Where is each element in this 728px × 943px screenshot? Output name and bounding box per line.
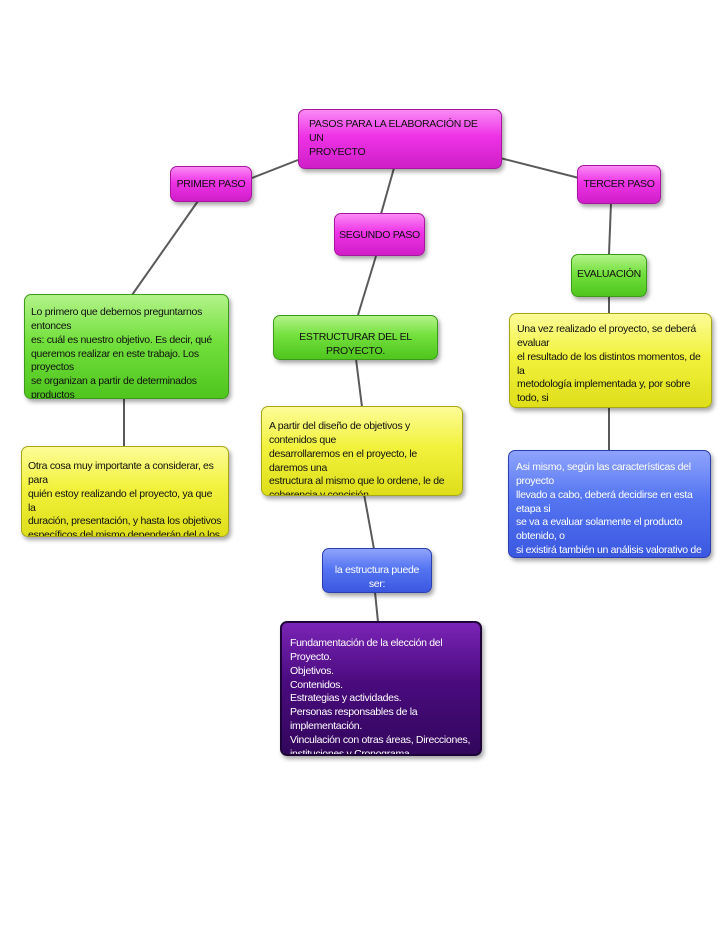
title-node: PASOS PARA LA ELABORACIÓN DE UN PROYECTO [298,109,502,169]
evaluacion-node: EVALUACIÓN [571,254,647,297]
primer-paso-text2: Otra cosa muy importante a considerar, e… [28,460,222,537]
segundo-paso-text1-node: A partir del diseño de objetivos y conte… [261,406,463,496]
segundo-paso-node: SEGUNDO PASO [334,213,425,256]
primer-paso-text1-node: Lo primero que debemos preguntarnos ento… [24,294,229,399]
tercer-paso-text2: Asi mismo, según las características del… [516,461,702,557]
primer-paso-label: PRIMER PASO [176,178,246,190]
connector-segundo-sub [357,255,377,316]
connector-title-tercer [499,157,580,179]
segundo-paso-text1: A partir del diseño de objetivos y conte… [269,420,445,496]
primer-paso-text1: Lo primero que debemos preguntarnos ento… [31,306,212,399]
estructura-label-node: la estructura puede ser: [322,548,432,593]
tercer-paso-text2-node: Asi mismo, según las características del… [508,450,711,558]
connector-title-primer [251,159,299,179]
primer-paso-text2-node: Otra cosa muy importante a considerar, e… [21,446,229,537]
estructura-label: la estructura puede ser: [334,564,420,590]
connector-title-segundo [380,167,395,215]
evaluacion-label: EVALUACIÓN [577,268,641,280]
connector-sub-text1 [355,358,363,408]
title-text: PASOS PARA LA ELABORACIÓN DE UN PROYECTO [309,118,478,158]
estructurar-label: ESTRUCTURAR DEL EL PROYECTO. [299,331,412,357]
tercer-paso-text1-node: Una vez realizado el proyecto, se deberá… [509,313,712,408]
estructurar-node: ESTRUCTURAR DEL EL PROYECTO. [273,315,438,360]
connector-estructura-items [374,591,379,623]
estructura-items-node: Fundamentación de la elección del Proyec… [280,621,482,756]
connector-tercer-sub [608,202,612,255]
segundo-paso-label: SEGUNDO PASO [339,229,420,241]
connector-primer-text1 [131,200,199,296]
connector-text1-estructura [363,493,375,550]
tercer-paso-node: TERCER PASO [577,165,661,204]
primer-paso-node: PRIMER PASO [170,166,252,202]
estructura-items: Fundamentación de la elección del Proyec… [290,637,471,756]
tercer-paso-label: TERCER PASO [583,178,655,190]
tercer-paso-text1: Una vez realizado el proyecto, se deberá… [517,323,701,407]
